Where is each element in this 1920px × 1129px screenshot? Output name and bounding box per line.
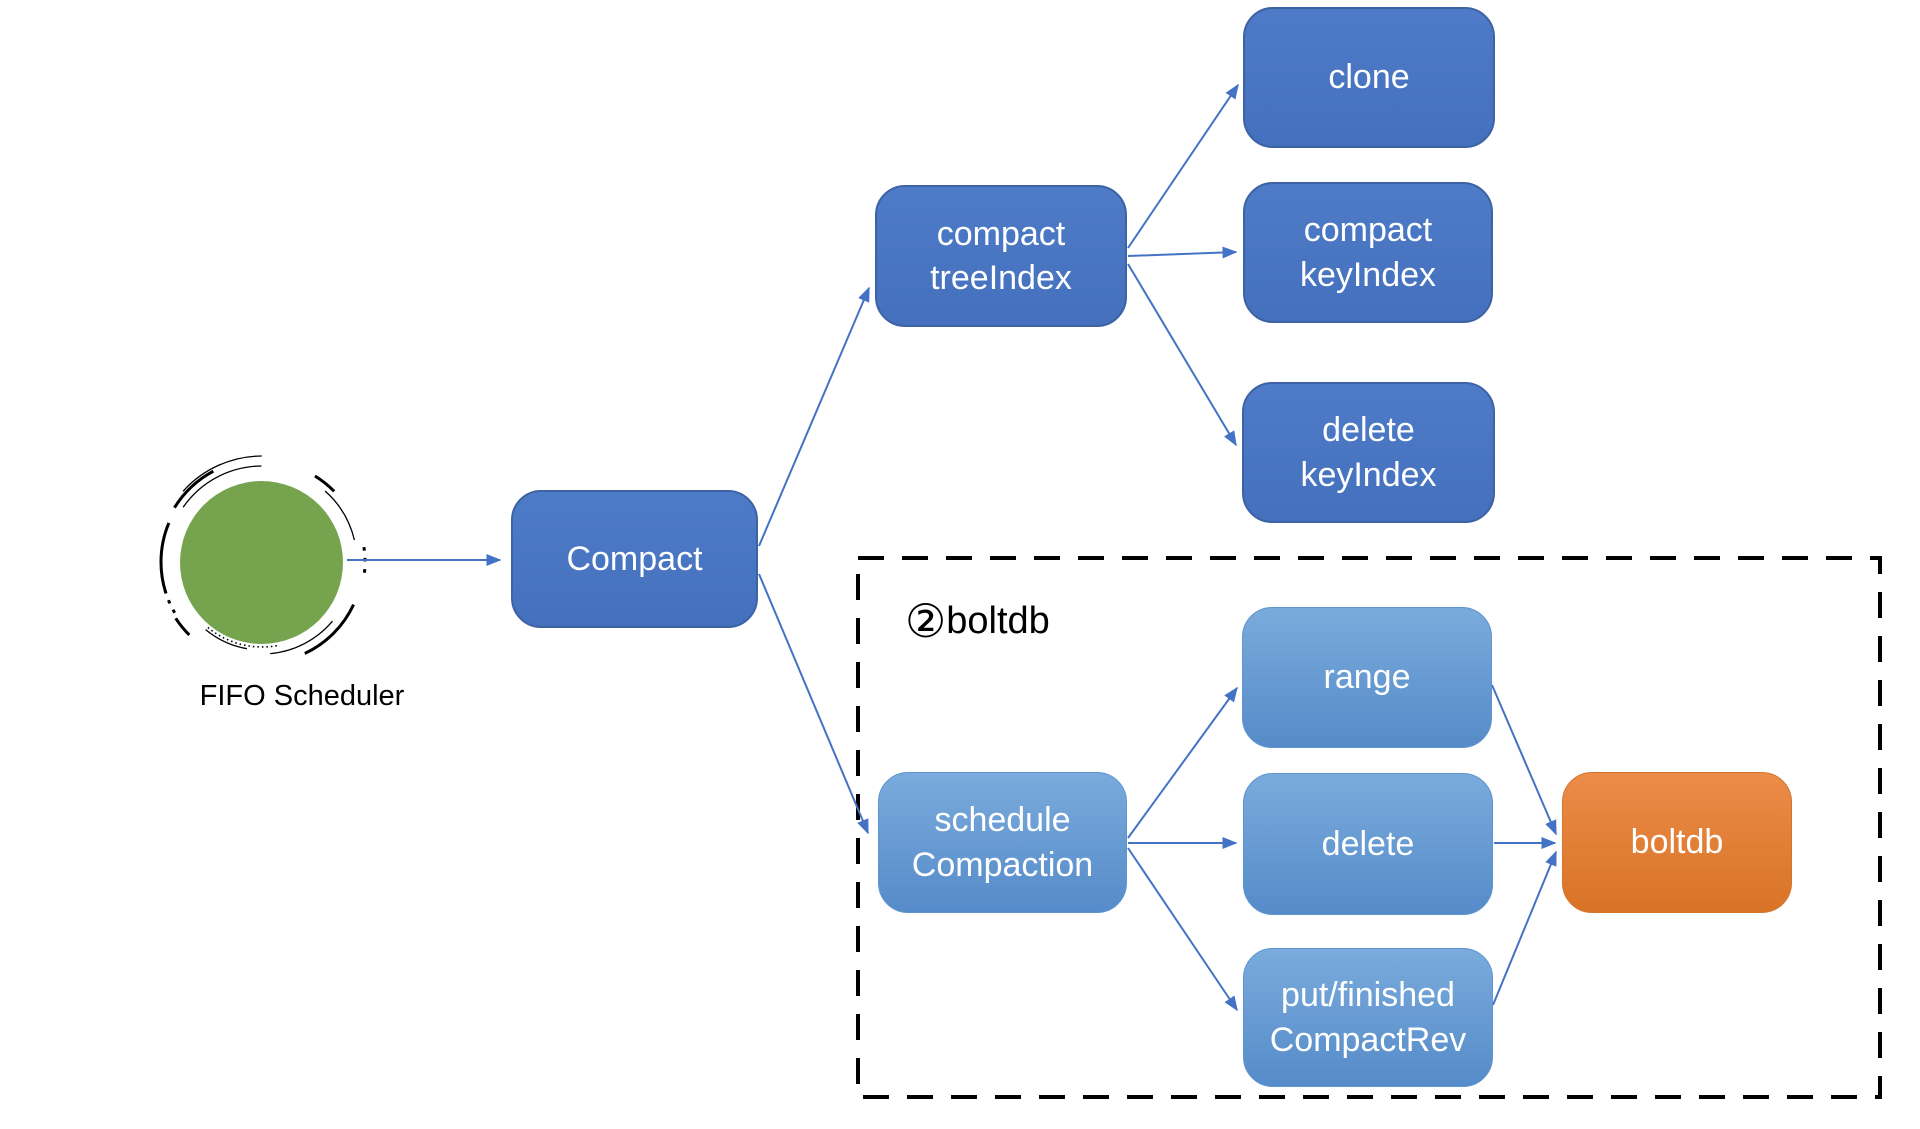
arrow-putfin-to-boltdb xyxy=(1492,850,1557,1006)
node-compact-treeindex: compact treeIndex xyxy=(875,185,1127,327)
node-compact-keyindex-label: compact keyIndex xyxy=(1299,211,1437,294)
node-boltdb-label: boltdb xyxy=(1630,823,1724,862)
node-delete-label: delete xyxy=(1321,824,1415,863)
node-delete: delete xyxy=(1243,773,1493,915)
fifo-scheduler-icon xyxy=(180,481,343,644)
group-number-badge: ② xyxy=(905,595,947,647)
arrow-treeindex-to-keyindex xyxy=(1127,246,1238,259)
node-schedule-compaction: schedule Compaction xyxy=(878,772,1127,913)
boltdb-group-border xyxy=(856,556,1882,1099)
node-clone-label: clone xyxy=(1328,58,1410,97)
node-put-finished-compactrev: put/finished CompactRev xyxy=(1243,948,1493,1087)
node-range: range xyxy=(1242,607,1492,748)
node-compact: Compact xyxy=(511,490,758,628)
arrow-schedule-to-range xyxy=(1127,686,1238,839)
arrow-schedule-to-putfin xyxy=(1127,847,1238,1012)
node-schedule-compaction-label: schedule Compaction xyxy=(911,801,1094,884)
arrow-treeindex-to-clone xyxy=(1127,83,1239,249)
arrow-compact-to-treeindex xyxy=(758,286,870,547)
node-compact-treeindex-label: compact treeIndex xyxy=(930,214,1072,297)
fifo-scheduler-label: FIFO Scheduler xyxy=(199,680,405,712)
node-range-label: range xyxy=(1323,658,1411,697)
node-delete-keyindex-label: delete keyIndex xyxy=(1300,411,1437,494)
node-compact-label: Compact xyxy=(566,539,703,578)
arrow-range-to-boltdb xyxy=(1491,684,1557,836)
scheduler-arcs-decoration xyxy=(155,455,369,669)
node-clone: clone xyxy=(1243,7,1495,148)
arrows xyxy=(347,83,1557,1012)
node-delete-keyindex: delete keyIndex xyxy=(1242,382,1495,523)
node-compact-keyindex: compact keyIndex xyxy=(1243,182,1493,323)
node-boltdb: boltdb xyxy=(1562,772,1792,913)
arrow-treeindex-to-delkeyidx xyxy=(1127,263,1237,447)
boltdb-group-label: ② boltdb xyxy=(905,598,1050,644)
arrow-compact-to-schedule xyxy=(758,573,869,835)
group-name-text: boltdb xyxy=(946,600,1050,642)
node-put-finished-compactrev-label: put/finished CompactRev xyxy=(1269,976,1467,1059)
